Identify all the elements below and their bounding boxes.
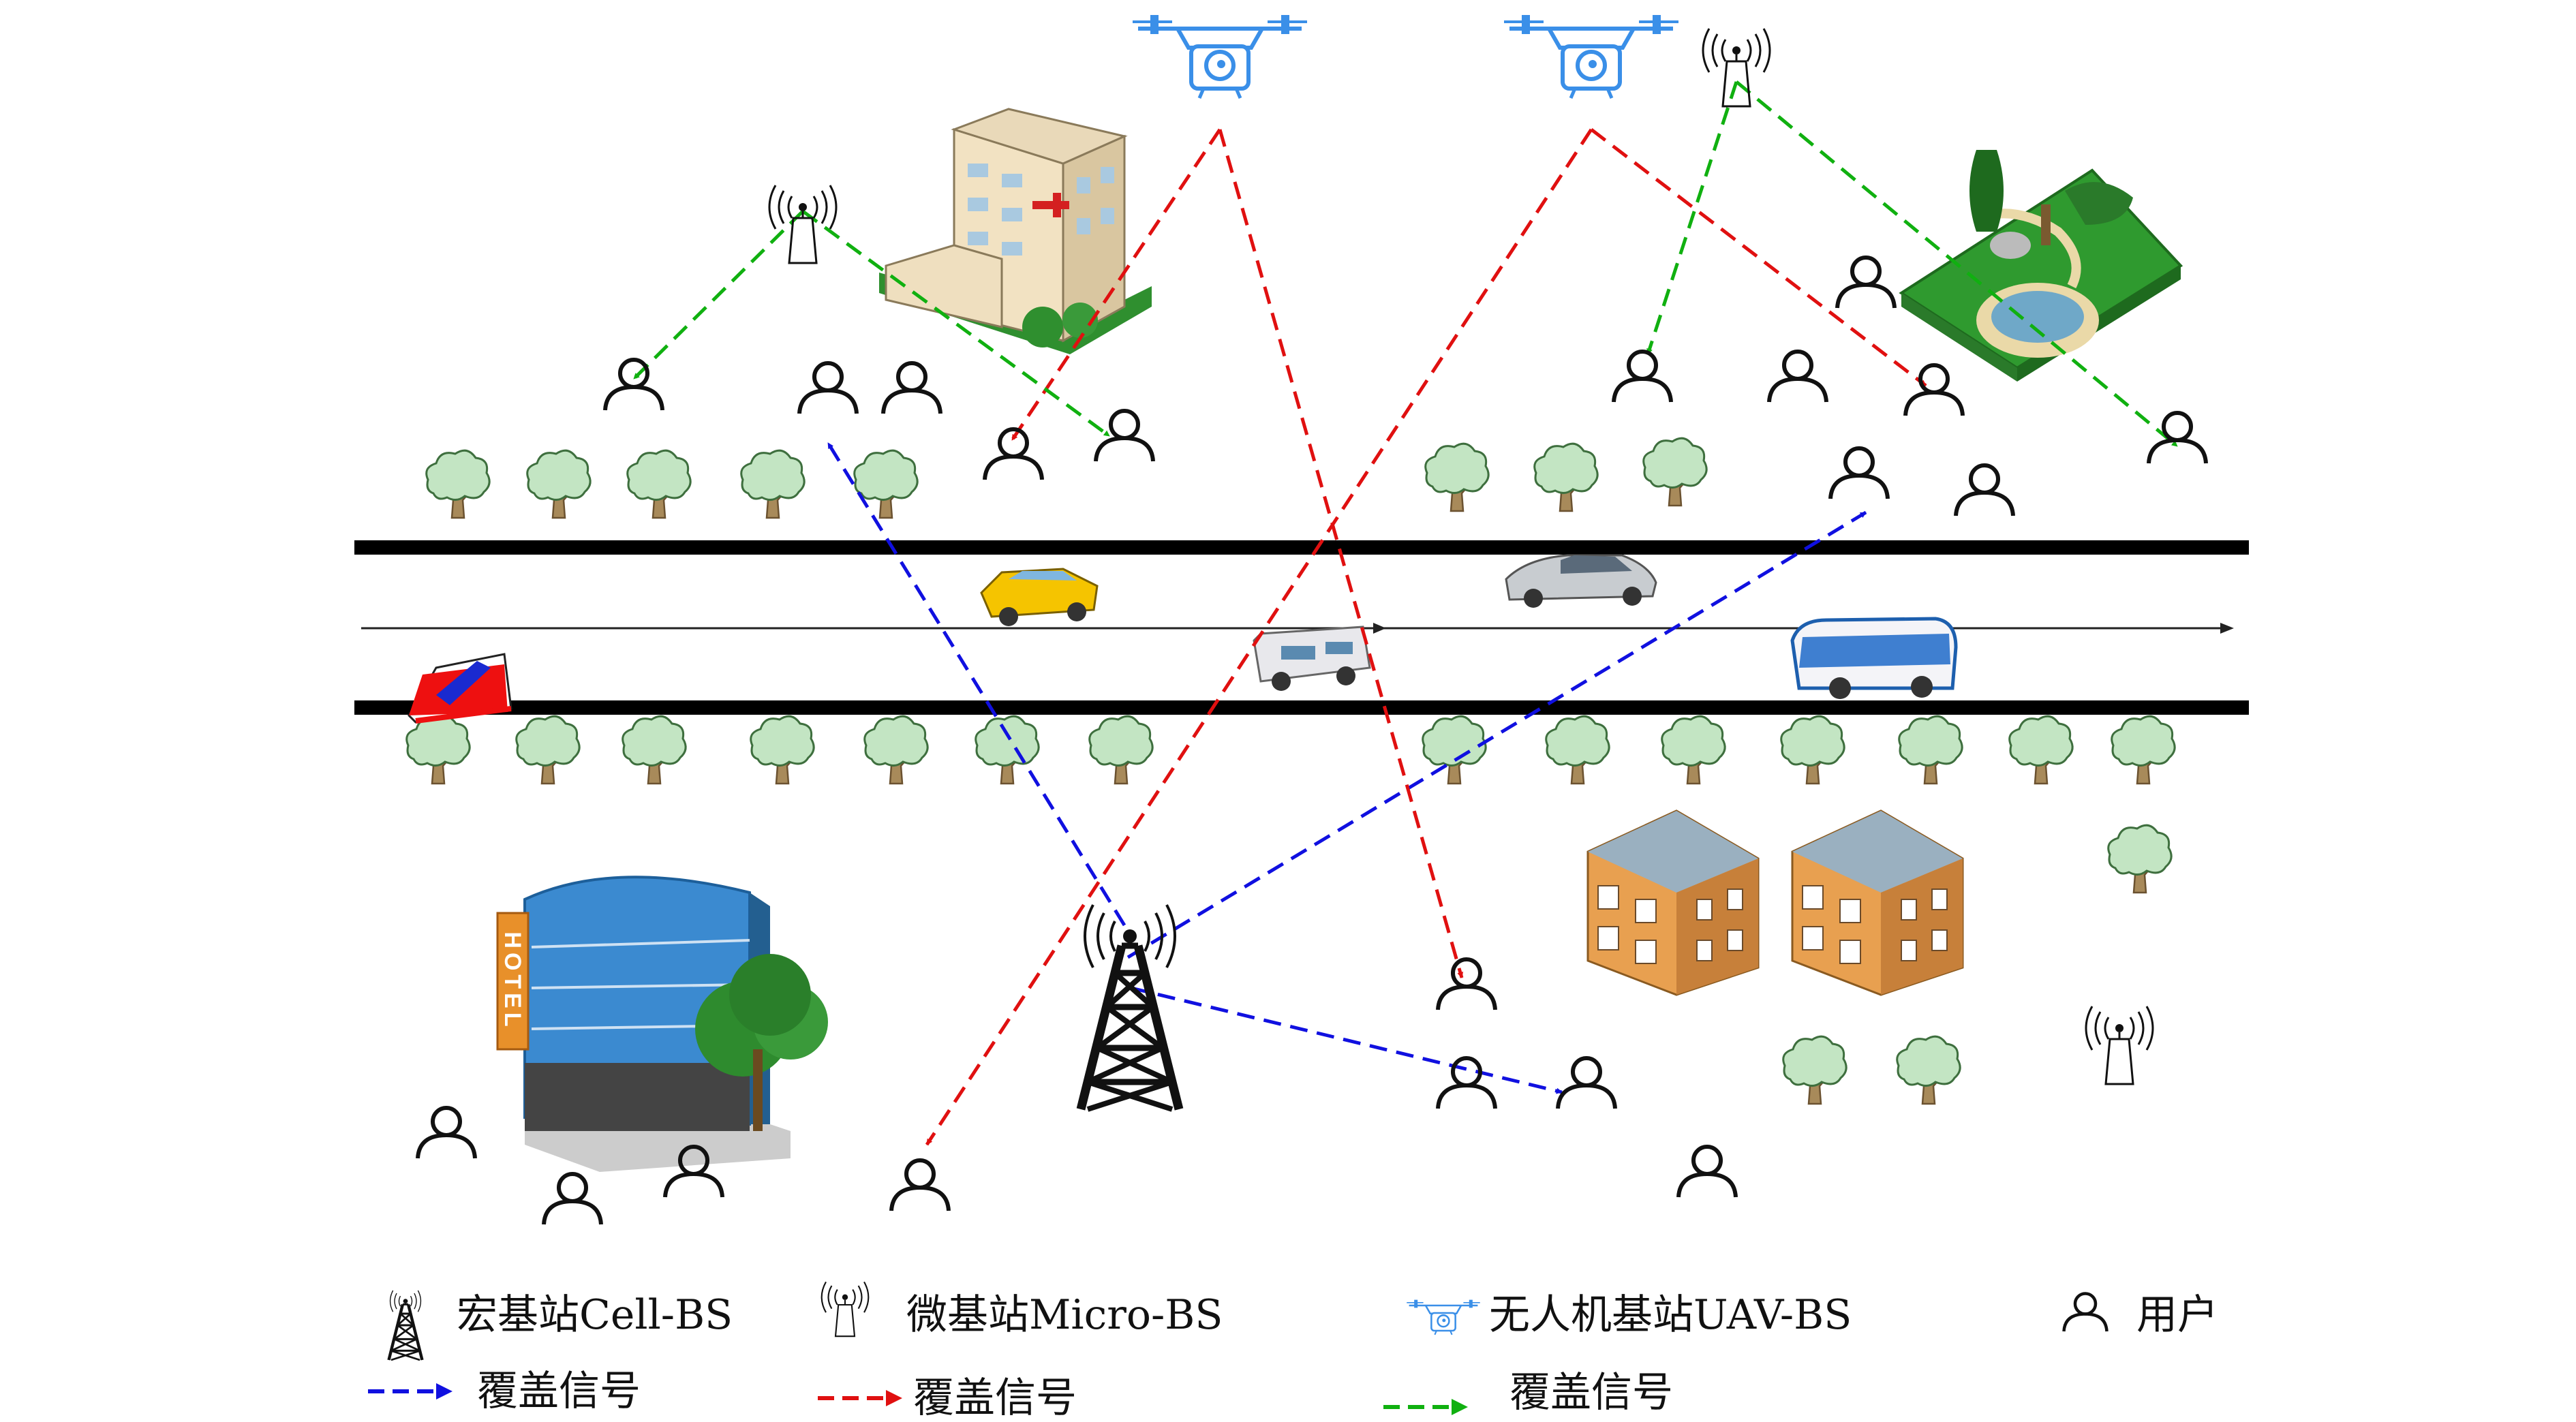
uav-signal-arrow [1590, 128, 1927, 387]
tree-icon [1533, 442, 1599, 512]
tree-icon [1088, 715, 1154, 785]
person-icon [1837, 258, 1895, 308]
hotel-building: HOTEL [496, 876, 828, 1172]
tree-icon [1898, 715, 1963, 785]
micro-signal-arrow [1646, 81, 1738, 355]
person-icon [1558, 1058, 1615, 1109]
hotel-sign: HOTEL [500, 931, 525, 1030]
tree-icon [1424, 442, 1490, 512]
micro-bs-icon [768, 184, 838, 264]
road-top-edge [354, 540, 2249, 555]
person-icon [1438, 959, 1495, 1010]
person-icon [891, 1160, 949, 1211]
tree-icon [2008, 715, 2074, 785]
legend-person-icon [2064, 1294, 2107, 1332]
bus-icon [1790, 617, 1958, 699]
person-icon [1905, 365, 1963, 416]
red-vehicle-icon [408, 653, 512, 724]
legend-red-signal-label: 覆盖信号 [913, 1374, 1077, 1422]
signal-links [632, 80, 2179, 1146]
uav-signal-arrow [1218, 129, 1464, 978]
person-icon [1678, 1147, 1736, 1197]
legend-uav-icon [1405, 1299, 1482, 1336]
legend-micro-bs-icon [821, 1281, 870, 1338]
person-icon [418, 1108, 475, 1158]
tree-icon [1661, 715, 1726, 785]
tree-icon [526, 449, 592, 519]
micro-signal-arrow [1735, 80, 2179, 448]
hospital-building [879, 108, 1152, 354]
person-icon [883, 363, 940, 414]
legend-micro-bs-label: 微基站Micro-BS [906, 1291, 1223, 1339]
taxi-car-icon [980, 568, 1099, 626]
legend-user-label: 用户 [2136, 1291, 2218, 1339]
sedan-car-icon [1505, 554, 1657, 608]
person-icon [1830, 448, 1888, 499]
legend-green-arrow-icon [1452, 1399, 1468, 1415]
micro-bs-icon [2085, 1005, 2154, 1085]
legend-uav-bs-label: 无人机基站UAV-BS [1489, 1291, 1852, 1339]
tree-icon [425, 449, 491, 519]
tree-icon [622, 715, 687, 785]
cell-signal-arrow [1126, 510, 1867, 959]
person-icon [799, 363, 857, 414]
lane-arrow-icon [1373, 623, 1386, 634]
tree-icon [1896, 1035, 1961, 1105]
uav-bs-icon [1133, 15, 1307, 98]
person-icon [1438, 1058, 1495, 1109]
tree-icon [626, 449, 692, 519]
person-icon [1769, 352, 1826, 402]
tree-icon [863, 715, 929, 785]
legend-blue-signal-label: 覆盖信号 [477, 1367, 641, 1415]
road-bottom-edge [354, 700, 2249, 715]
micro-signal-arrow [632, 210, 804, 380]
cell-signal-arrow [826, 442, 1126, 927]
person-icon [605, 360, 662, 410]
park [1899, 150, 2183, 382]
person-icon [544, 1174, 601, 1224]
micro-bs-icon [1702, 27, 1771, 108]
apartment-building [1586, 809, 1760, 996]
legend-blue-arrow-icon [436, 1383, 453, 1400]
road [354, 540, 2249, 715]
tree-icon [405, 715, 471, 785]
tree-icon [2107, 824, 2173, 894]
lane-arrow-icon [2220, 623, 2234, 634]
uav-bs-icon [1504, 15, 1678, 98]
tree-icon [853, 449, 919, 519]
micro-signal-arrow [801, 209, 1111, 438]
person-icon [2149, 413, 2206, 463]
tree-icon [1642, 437, 1708, 507]
legend-green-signal-label: 覆盖信号 [1509, 1369, 1673, 1417]
legend-red-arrow-icon [886, 1390, 902, 1406]
tree-icon [515, 715, 581, 785]
legend [368, 1281, 2107, 1415]
tree-icon [1545, 715, 1610, 785]
tree-icon [740, 449, 806, 519]
uav-signal-arrow [925, 128, 1593, 1146]
person-icon [1956, 465, 2013, 516]
tree-icon [750, 715, 815, 785]
cell-signal-arrow [1131, 986, 1563, 1094]
tree-icon [1782, 1035, 1847, 1105]
tree-icon [1780, 715, 1845, 785]
tree-icon [2111, 715, 2176, 785]
camper-van-icon [1253, 625, 1371, 691]
legend-cell-bs-label: 宏基站Cell-BS [457, 1291, 733, 1339]
apartment-building [1791, 809, 1964, 996]
person-icon [1614, 352, 1671, 402]
person-icon [1096, 411, 1153, 461]
legend-cell-tower-icon [389, 1290, 423, 1360]
